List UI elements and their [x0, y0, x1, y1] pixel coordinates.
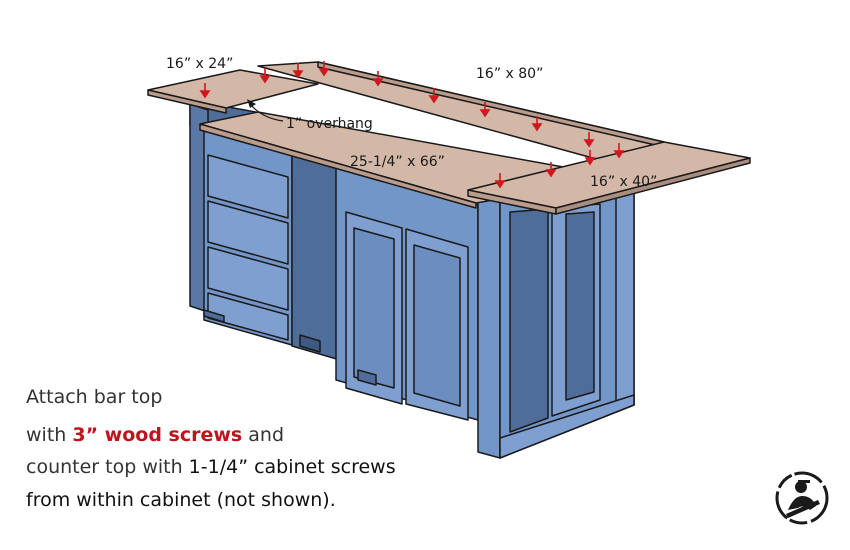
right-end-post — [477, 194, 501, 459]
cabinet-screws-highlight: 1-1/4” cabinet screws — [188, 456, 396, 478]
right-end-inner-dark-2 — [565, 211, 595, 401]
arrow-down-icon — [584, 150, 596, 166]
arrow-down-icon — [199, 83, 211, 99]
right-end-post-far — [615, 189, 635, 411]
instruction-line-2-suffix: and — [242, 424, 285, 446]
bar-top-left-edge — [147, 89, 227, 114]
cabinet-recess — [291, 151, 341, 361]
arrow-down-icon — [613, 143, 625, 159]
arrow-down-icon — [494, 173, 506, 189]
woodworker-logo-icon — [775, 471, 829, 525]
instruction-line-3: counter top with 1-1/4” cabinet screws — [26, 456, 396, 478]
counter-top-edge — [199, 123, 477, 209]
arrow-down-icon — [318, 61, 330, 77]
instruction-line-4: from within cabinet (not shown). — [26, 489, 336, 511]
wood-screws-highlight: 3” wood screws — [72, 424, 243, 446]
counter-top-dim: 25-1/4” x 66” — [350, 154, 445, 170]
bar-top-right-dim: 16” x 40” — [590, 174, 657, 190]
right-end-bottom-rail — [499, 394, 635, 459]
arrow-down-icon — [372, 71, 384, 87]
arrow-down-icon — [479, 102, 491, 118]
drawer-4 — [207, 292, 289, 341]
overhang-dim: 1” overhang — [286, 116, 373, 132]
arrow-down-icon — [292, 63, 304, 79]
arrow-down-icon — [545, 162, 557, 178]
instruction-line-3-prefix: counter top with — [26, 456, 189, 478]
door-left-panel — [353, 227, 395, 389]
drawer-3 — [207, 246, 289, 311]
overhang-arrowhead — [247, 99, 256, 108]
left-foot — [203, 309, 225, 323]
instruction-line-1: Attach bar top — [26, 386, 163, 408]
screw-arrows — [199, 61, 625, 189]
arrow-down-icon — [428, 88, 440, 104]
drawer-2 — [207, 200, 289, 265]
arrow-down-icon — [531, 116, 543, 132]
arrow-down-icon — [583, 132, 595, 148]
bar-top-left-dim: 16” x 24” — [166, 56, 233, 72]
door-toe-kick — [357, 369, 377, 386]
instruction-line-2-prefix: with — [26, 424, 73, 446]
recess-toe — [299, 334, 321, 353]
bar-top-right-side — [555, 157, 751, 215]
right-end-inner-dark — [509, 208, 549, 433]
arrow-down-icon — [259, 68, 271, 84]
instruction-line-2: with 3” wood screws and — [26, 424, 284, 446]
door-right-panel — [413, 244, 461, 407]
bar-top-back-dim: 16” x 80” — [476, 66, 543, 82]
drawer-1 — [207, 154, 289, 219]
